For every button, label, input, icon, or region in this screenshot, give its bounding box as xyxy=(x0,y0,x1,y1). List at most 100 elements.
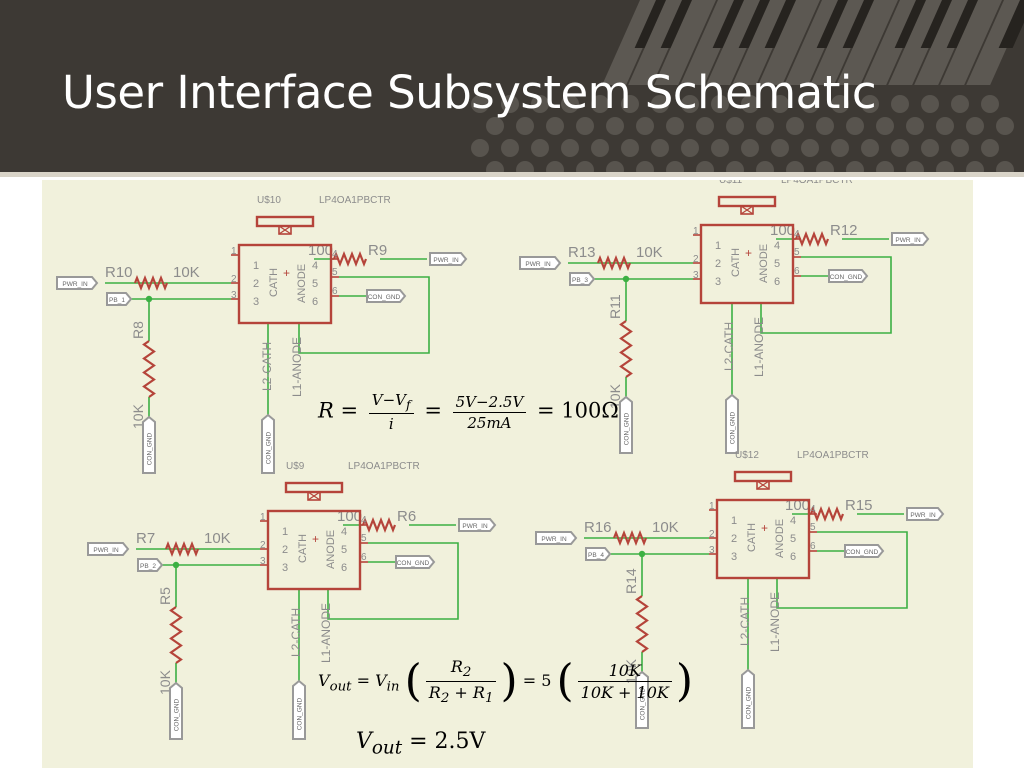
speaker-dot xyxy=(501,95,519,113)
circuit-4-resistor-led-body xyxy=(809,506,845,522)
circuit-2-ic-pin-label-cath: L2-CATH xyxy=(722,322,736,371)
circuit-2-pin-num-4-outer: 4 xyxy=(794,229,800,240)
circuit-1-resistor-input-label: R10 xyxy=(105,264,133,281)
speaker-dot xyxy=(786,161,804,172)
circuit-2-port-pb: PB_3 xyxy=(569,272,596,286)
circuit-1-pin-num-2-inner: 2 xyxy=(253,278,259,290)
circuit-4-port-pb-outline xyxy=(585,547,612,561)
circuit-3-port-pwr-out-label: PWR_IN xyxy=(462,523,488,530)
speaker-dot xyxy=(906,117,924,135)
divider-eq-open-paren-2: ( xyxy=(556,655,574,707)
circuit-4-ic-label-cath: CATH xyxy=(746,523,758,552)
circuit-4-port-pwr-out-label: PWR_IN xyxy=(910,512,936,519)
circuit-4-switch-stem xyxy=(756,480,770,490)
speaker-dot xyxy=(846,117,864,135)
circuit-2-pin-num-4-inner: 4 xyxy=(774,240,780,252)
circuit-3-switch-stem xyxy=(307,491,321,501)
circuit-1-loop-wire xyxy=(298,276,430,354)
resistor-eq-frac1-num-sub: f xyxy=(406,397,411,412)
circuit-3-ic-label-anode: ANODE xyxy=(325,530,337,569)
speaker-dot xyxy=(696,117,714,135)
circuit-2-pin-num-1-outer: 1 xyxy=(693,226,699,237)
divider-eq-frac2-den: 10K + 10K xyxy=(580,683,669,703)
circuit-1-port-pwr-out-outline xyxy=(429,252,468,266)
circuit-2-port-pb-label: PB_3 xyxy=(572,277,588,284)
circuit-1-pin-num-3-outer: 3 xyxy=(231,290,237,301)
circuit-1-port-pb-outline xyxy=(106,292,133,306)
circuit-1-resistor-led-label: R9 xyxy=(368,242,387,259)
circuit-1-pin-num-6-outer: 6 xyxy=(332,286,338,297)
circuit-2-port-con-gnd: CON_GND xyxy=(828,269,869,283)
speaker-dot xyxy=(666,117,684,135)
circuit-4-ic-type: LP4OA1PBCTR xyxy=(797,450,869,461)
circuit-1-resistor-led-value: 100 xyxy=(308,242,333,259)
circuit-2-ic-label-anode: ANODE xyxy=(758,244,770,283)
circuit-2-pin-num-6-outer: 6 xyxy=(794,266,800,277)
circuit-2-switch-stem xyxy=(740,205,754,215)
circuit-1-port-pwr-out: PWR_IN xyxy=(429,252,468,266)
circuit-4-port-gnd-pulldown: CON_GND xyxy=(635,670,649,729)
speaker-dot xyxy=(531,95,549,113)
circuit-4-port-pwr-in: PWR_IN xyxy=(535,531,578,545)
speaker-dot xyxy=(801,139,819,157)
speaker-dot xyxy=(846,161,864,172)
circuit-3-junction-dot xyxy=(172,561,180,569)
circuit-1-switch-stem xyxy=(278,225,292,235)
circuit-4-pin-num-3-outer: 3 xyxy=(709,545,715,556)
circuit-2-port-pwr-out-label: PWR_IN xyxy=(895,237,921,244)
circuit-1-pin-num-2-outer: 2 xyxy=(231,274,237,285)
speaker-dot xyxy=(936,117,954,135)
circuit-2-resistor-pulldown-label: R11 xyxy=(607,294,623,319)
speaker-dot xyxy=(591,139,609,157)
circuit-3-port-pwr-out: PWR_IN xyxy=(458,518,497,532)
speaker-dot xyxy=(771,139,789,157)
circuit-1-junction-dot xyxy=(145,295,153,303)
circuit-1-resistor-input-value: 10K xyxy=(173,264,200,281)
circuit-3-resistor-input-value: 10K xyxy=(204,530,231,547)
circuit-3-pin-num-1-outer: 1 xyxy=(260,512,266,523)
circuit-2-ic-name: U$11 xyxy=(719,180,743,186)
circuit-2-port-gnd-pulldown-outline xyxy=(619,395,633,454)
speaker-dot xyxy=(696,161,714,172)
piano-key-white-14 xyxy=(940,0,1007,85)
circuit-4-resistor-led-label: R15 xyxy=(845,497,873,514)
speaker-dot xyxy=(951,139,969,157)
divider-eq-equals-5: = 5 xyxy=(522,671,552,691)
circuit-3-ic-name: U$9 xyxy=(286,461,305,472)
circuit-1-port-pwr-in: PWR_IN xyxy=(56,276,99,290)
speaker-dot xyxy=(576,117,594,135)
vout-eq-lhs: V xyxy=(356,729,372,754)
circuit-4-pin-num-5-outer: 5 xyxy=(810,522,816,533)
circuit-4-resistor-led-value: 100 xyxy=(785,497,810,514)
circuit-4-pin-num-4-inner: 4 xyxy=(790,515,796,527)
circuit-2-port-pwr-in: PWR_IN xyxy=(519,256,562,270)
circuit-3-resistor-led-body xyxy=(361,517,397,533)
speaker-dot xyxy=(816,161,834,172)
circuit-4-pin-num-6-outer: 6 xyxy=(810,541,816,552)
circuit-2-port-con-gnd-label: CON_GND xyxy=(830,274,863,281)
circuit-2-resistor-pulldown-body xyxy=(619,320,633,378)
speaker-dot xyxy=(756,117,774,135)
circuit-4-loop-wire xyxy=(776,531,908,609)
speaker-dot xyxy=(981,95,999,113)
circuit-3-port-gnd-pulldown-outline xyxy=(169,681,183,740)
circuit-3-pin-num-1-inner: 1 xyxy=(282,526,288,538)
circuit-1-ic-label-anode: ANODE xyxy=(296,264,308,303)
speaker-dot xyxy=(801,95,819,113)
circuit-4-pin-num-2-outer: 2 xyxy=(709,529,715,540)
speaker-dot xyxy=(726,161,744,172)
divider-eq-frac1-num: R2 xyxy=(425,657,497,683)
speaker-dot xyxy=(561,139,579,157)
circuit-3-ic-type: LP4OA1PBCTR xyxy=(348,461,420,472)
circuit-3-pin-num-3-outer: 3 xyxy=(260,556,266,567)
circuit-1-pin-num-5-inner: 5 xyxy=(312,278,318,290)
speaker-dot xyxy=(951,95,969,113)
speaker-dot xyxy=(966,161,984,172)
speaker-dot xyxy=(726,117,744,135)
circuit-3-pin-num-4-outer: 4 xyxy=(361,515,367,526)
circuit-3-loop-wire xyxy=(327,542,459,620)
circuit-3-ic-body xyxy=(266,509,362,591)
speaker-dot xyxy=(711,95,729,113)
